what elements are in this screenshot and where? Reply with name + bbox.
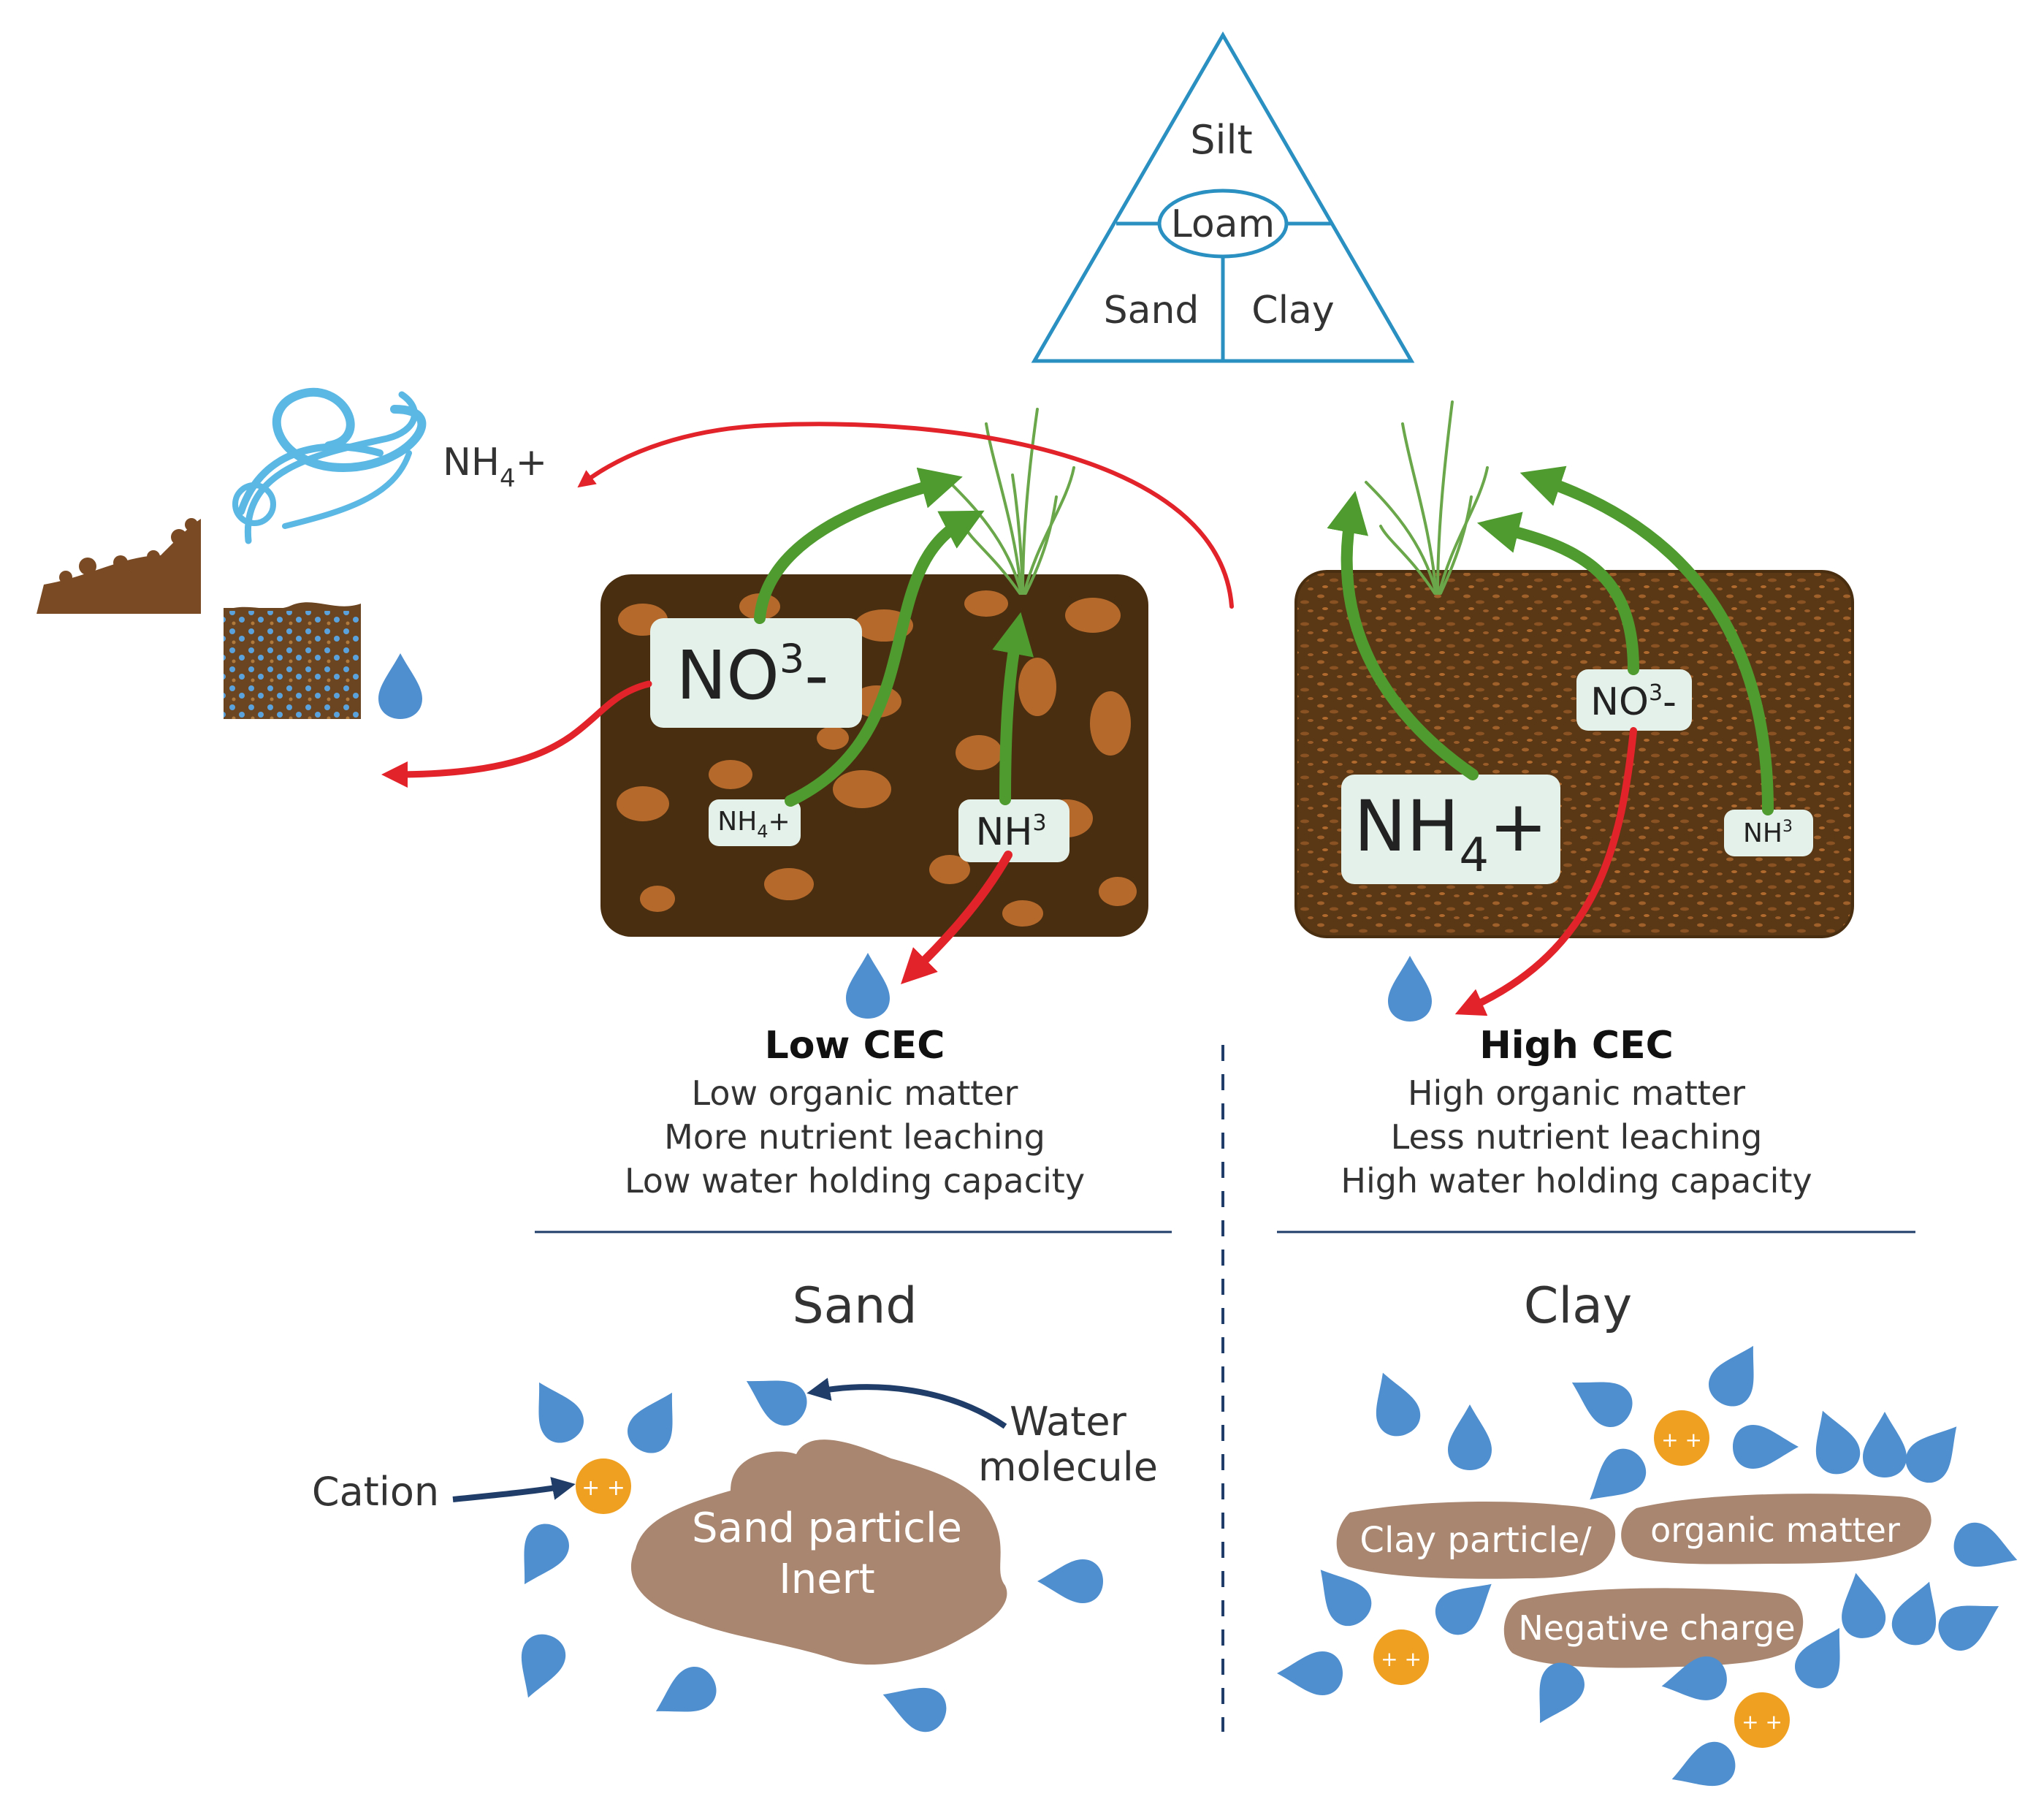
uptake-arrow-low-nh4 [785, 510, 985, 807]
clay-cation-cluster: + + + + + + [1277, 1334, 2025, 1800]
high-no3-box [1576, 669, 1692, 731]
uptake-arrow-high-nh3 [1519, 465, 1774, 815]
low-nh3-label: NH3 [975, 810, 1046, 854]
high-cec-line-1: High organic matter [1408, 1073, 1745, 1113]
clay-particle-label-1: Clay particle/ [1360, 1520, 1592, 1561]
triangle-label-loam: Loam [1171, 202, 1275, 246]
sand-particle-shape [630, 1439, 1007, 1665]
svg-text:+ +: + + [1661, 1428, 1702, 1452]
cation-icon-clay-2 [1373, 1629, 1429, 1685]
uptake-arrow-low-nh3 [992, 612, 1034, 805]
soil-specks [617, 590, 1137, 927]
volatilization-nh4-label: NH4+ [443, 441, 547, 493]
leaching-arrow-low-nh3 [901, 851, 1013, 984]
clay-particle-label-2: organic matter [1650, 1510, 1900, 1550]
low-no3-box [650, 618, 862, 728]
water-molecule-pointer-arrow [806, 1377, 1007, 1429]
low-nh4-label: NH4+ [717, 807, 790, 842]
leaching-soil-icon [224, 602, 361, 719]
triangle-label-silt: Silt [1190, 117, 1252, 163]
plant-icon-high [1365, 400, 1489, 595]
water-drop-icon-loss [378, 653, 422, 719]
svg-text:+ +: + + [1381, 1647, 1422, 1671]
high-cec-soil-block: NO3- NH4+ NH3 [1294, 570, 1854, 938]
clay-particle-1 [1336, 1502, 1616, 1579]
clay-particle-3 [1503, 1588, 1804, 1668]
clay-particle-label-3: Negative charge [1518, 1608, 1795, 1648]
svg-text:+ +: + + [581, 1475, 625, 1501]
low-nh3-box [958, 799, 1069, 862]
uptake-arrow-high-nh4 [1327, 490, 1479, 780]
clay-particle-2 [1621, 1494, 1931, 1564]
triangle-label-clay: Clay [1251, 289, 1334, 332]
low-cec-line-2: More nutrient leaching [664, 1117, 1045, 1157]
loam-ellipse [1157, 189, 1289, 259]
sand-particle: Sand particle Inert [630, 1439, 1007, 1665]
sand-particle-label-1: Sand particle [692, 1505, 962, 1552]
low-nh4-box [709, 799, 801, 846]
water-drop-icon-high [1388, 956, 1432, 1022]
sand-cation-cluster: + + [506, 1362, 1103, 1738]
low-no3-label: NO3- [676, 636, 829, 715]
sand-panel-title: Sand [792, 1277, 917, 1335]
cation-icon-clay-1 [1654, 1410, 1709, 1466]
high-cec-title: High CEC [1479, 1024, 1674, 1068]
sand-particle-label-2: Inert [779, 1556, 874, 1603]
leaching-arrow-low-no3 [381, 680, 652, 788]
cation-pointer-arrow [452, 1477, 576, 1502]
water-molecule-label-1: Water [1010, 1399, 1126, 1445]
water-drop-icon-low [846, 953, 890, 1019]
low-cec-line-1: Low organic matter [692, 1073, 1018, 1113]
svg-text:+ +: + + [1742, 1710, 1782, 1734]
high-cec-line-3: High water holding capacity [1341, 1161, 1812, 1201]
uptake-arrows [754, 465, 1774, 815]
clay-particles: Clay particle/ organic matter Negative c… [1336, 1494, 1931, 1668]
leaching-arrow-high-no3 [1454, 727, 1637, 1016]
uptake-arrow-low-no3 [754, 467, 963, 624]
erosion-icon [37, 518, 201, 614]
cation-label: Cation [312, 1469, 439, 1515]
high-cec-line-2: Less nutrient leaching [1391, 1117, 1763, 1157]
clay-panel-title: Clay [1524, 1277, 1632, 1335]
soil-texture-triangle: Silt Loam Sand Clay [1031, 31, 1415, 363]
high-nh4-box [1341, 775, 1560, 884]
high-nh3-box [1724, 810, 1813, 856]
low-cec-line-3: Low water holding capacity [625, 1161, 1085, 1201]
plant-icon-low [948, 408, 1075, 595]
triangle-label-sand: Sand [1104, 289, 1200, 332]
wind-icon [232, 387, 427, 544]
loss-arrows [381, 422, 1637, 1016]
low-cec-soil-block: NO3- NH4+ NH3 [600, 574, 1148, 937]
high-cec-description: High CEC High organic matter Less nutrie… [1341, 1024, 1812, 1201]
water-molecule-label-2: molecule [978, 1444, 1158, 1490]
uptake-arrow-high-no3 [1476, 511, 1639, 675]
high-no3-label: NO3- [1590, 680, 1677, 724]
low-cec-title: Low CEC [765, 1024, 945, 1068]
high-nh3-label: NH3 [1743, 818, 1793, 848]
cation-icon [576, 1458, 631, 1514]
cation-icon-clay-3 [1734, 1692, 1790, 1748]
low-cec-description: Low CEC Low organic matter More nutrient… [625, 1024, 1085, 1201]
volatilization-arrow [577, 422, 1234, 609]
high-nh4-label: NH4+ [1354, 786, 1547, 883]
